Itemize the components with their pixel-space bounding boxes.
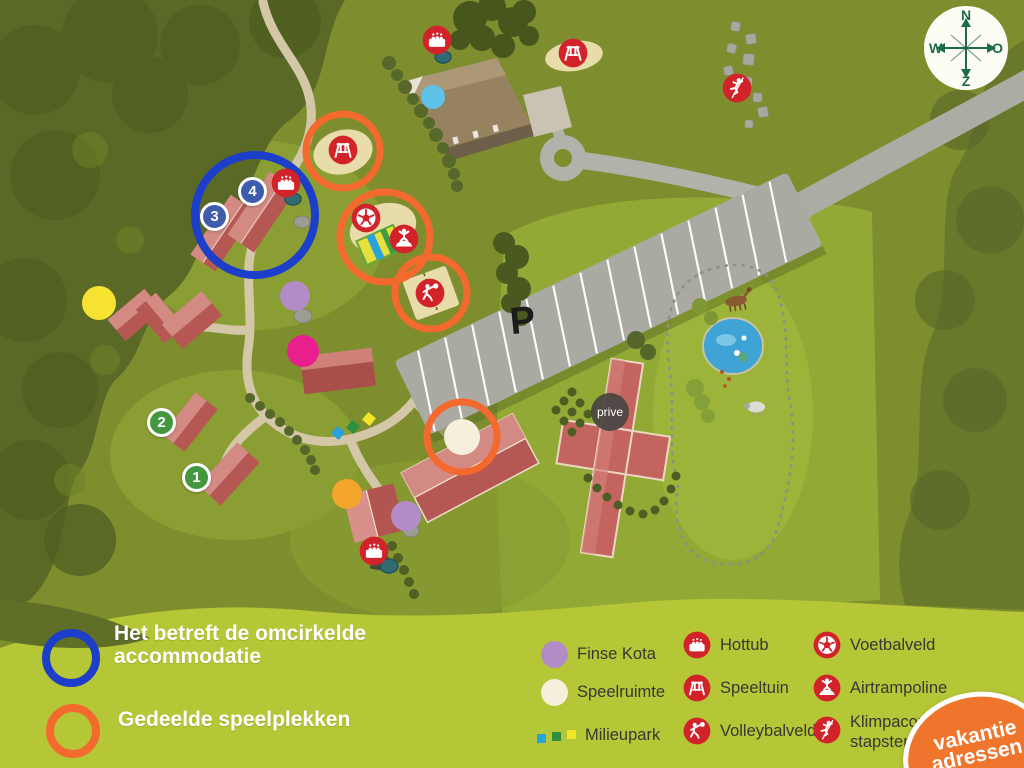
animal-pasture [665, 263, 795, 566]
compass-arrows [936, 18, 996, 78]
compass-south: Z [961, 73, 971, 89]
parking-label: P [507, 298, 538, 344]
legend-item-speelruimte: Speelruimte [541, 679, 665, 706]
legend-shared-play-text: Gedeelde speelplekken [118, 708, 351, 731]
pasture-fence [665, 263, 795, 566]
legend-band [0, 598, 1024, 768]
accommodation-badge-1: 1 [182, 463, 211, 492]
volleyball-icon [683, 717, 711, 745]
compass-north: N [960, 7, 972, 23]
sheep [744, 401, 765, 416]
finse-kota-marker-2 [391, 501, 421, 531]
climbing-course-icon [722, 73, 752, 103]
speelruimte-swatch [541, 679, 568, 706]
barn [299, 347, 377, 395]
pink-marker [287, 335, 319, 367]
volleyball-icon [415, 278, 445, 308]
legend-item-speeltuin: Speeltuin [683, 674, 789, 702]
accommodation-badge-2: 2 [147, 408, 176, 437]
chickens [720, 370, 731, 388]
accommodation-badge-4: 4 [238, 177, 267, 206]
milieupark-marker [330, 411, 377, 441]
legend-item-milieupark: Milieupark [537, 726, 660, 745]
legend-item-airtrampoline: Airtrampoline [813, 674, 947, 702]
pasture-bushes [686, 379, 715, 423]
compass-east: O [992, 40, 1003, 56]
compass-rose: N O Z W [924, 6, 1008, 90]
finse-kota-swatch [541, 641, 568, 668]
horse [725, 287, 752, 313]
farm-complex [107, 288, 223, 349]
speelruimte-marker [444, 419, 480, 455]
hottub-icon [271, 168, 301, 198]
compass-west: W [929, 40, 943, 56]
legend-shared-play-circle [46, 704, 100, 758]
holiday-home-1 [198, 442, 260, 506]
legend-item-finse-kota: Finse Kota [541, 641, 656, 668]
legend-item-volleybalveld: Volleybalveld [683, 717, 816, 745]
legend-accommodation-circle [42, 629, 100, 687]
climbing-course-icon [813, 716, 841, 744]
legend-item-hottub: Hottub [683, 631, 769, 659]
milieupark-green-swatch [552, 732, 561, 741]
milieupark-blue-swatch [537, 734, 546, 743]
pond [702, 317, 764, 375]
soccer-field-icon [351, 203, 381, 233]
legend-item-voetbalveld: Voetbalveld [813, 631, 935, 659]
playground-icon [328, 135, 358, 165]
private-area-badge: prive [591, 393, 629, 431]
hottub-icon [359, 536, 389, 566]
hottub-icon [683, 631, 711, 659]
yellow-marker [82, 286, 116, 320]
airtrampoline-icon [813, 674, 841, 702]
legend-accommodation-text: Het betreft de omcirkelde accommodatie [114, 622, 367, 668]
playground-icon [683, 674, 711, 702]
shared-play-circles [302, 110, 501, 476]
facility-dots [82, 85, 480, 531]
accommodation-badge-3: 3 [200, 202, 229, 231]
vegetation [245, 0, 718, 599]
airtrampoline-icon [389, 224, 419, 254]
finse-kota-marker-1 [280, 281, 310, 311]
exit-road [783, 70, 1024, 224]
hottub-icon [422, 25, 452, 55]
soccer-field-icon [813, 631, 841, 659]
milieupark-yellow-swatch [567, 730, 576, 739]
blue-marker [421, 85, 445, 109]
orange-marker [332, 479, 362, 509]
playground-icon [558, 38, 588, 68]
accommodation-circle [191, 151, 319, 279]
parking-area [395, 173, 827, 444]
